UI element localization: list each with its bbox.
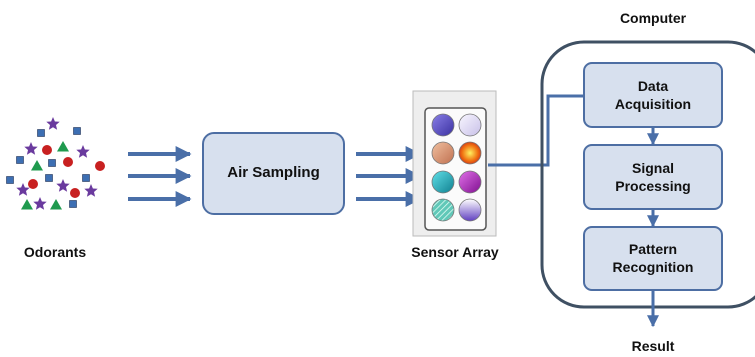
odorant-square — [45, 174, 53, 182]
pattern-recognition-line-1: Pattern — [628, 241, 678, 257]
result-label: Result — [631, 338, 675, 354]
odorant-square — [6, 176, 14, 184]
odorant-to-sampling-arrows — [128, 146, 192, 207]
data-acquisition-line-2: Acquisition — [614, 96, 692, 112]
sensor-array-label: Sensor Array — [411, 244, 499, 260]
odorant-square — [37, 129, 45, 137]
sensor-spot — [458, 170, 482, 194]
pattern-recognition-line-2: Recognition — [612, 259, 694, 275]
sensor-spot — [431, 170, 455, 194]
sensor-spot — [458, 141, 482, 165]
odorant-square — [48, 159, 56, 167]
odorant-triangle — [57, 141, 69, 152]
odorant-star — [24, 142, 38, 155]
sensor-spot — [458, 113, 482, 137]
signal-processing-label: Signal Processing — [584, 159, 722, 195]
data-acquisition-line-1: Data — [637, 78, 669, 94]
sensor-spot — [458, 198, 482, 222]
odorant-cluster — [6, 117, 105, 210]
air-sampling-label: Air Sampling — [227, 164, 320, 181]
sensor-spot — [431, 198, 455, 222]
odorant-square — [69, 200, 77, 208]
odorant-star — [46, 117, 60, 130]
signal-processing-line-2: Processing — [615, 178, 691, 194]
odorant-star — [16, 183, 30, 196]
data-acquisition-label: Data Acquisition — [584, 77, 722, 113]
odorant-triangle — [21, 199, 33, 210]
computer-label: Computer — [619, 10, 687, 26]
data-acquisition-box — [583, 62, 723, 128]
sensor-spot — [431, 141, 455, 165]
odorant-circle — [95, 161, 105, 171]
pattern-recognition-label: Pattern Recognition — [584, 240, 722, 276]
odorant-star — [56, 179, 70, 192]
sensor-to-computer-line — [488, 94, 585, 167]
air-sampling-box — [202, 132, 345, 215]
odorant-square — [73, 127, 81, 135]
odorant-square — [82, 174, 90, 182]
odorant-star — [76, 145, 90, 158]
odorant-circle — [28, 179, 38, 189]
odorant-triangle — [31, 160, 43, 171]
odorant-circle — [70, 188, 80, 198]
sampling-to-sensor-arrows — [356, 146, 422, 207]
sensor-array — [412, 90, 497, 237]
odorant-circle — [63, 157, 73, 167]
computer-container — [540, 40, 755, 309]
odorants-label: Odorants — [23, 244, 87, 260]
sensor-spot — [431, 113, 455, 137]
odorant-star — [84, 184, 98, 197]
signal-processing-line-1: Signal — [631, 160, 674, 176]
odorant-star — [33, 197, 47, 210]
odorant-circle — [42, 145, 52, 155]
odorant-square — [16, 156, 24, 164]
odorant-triangle — [50, 199, 62, 210]
